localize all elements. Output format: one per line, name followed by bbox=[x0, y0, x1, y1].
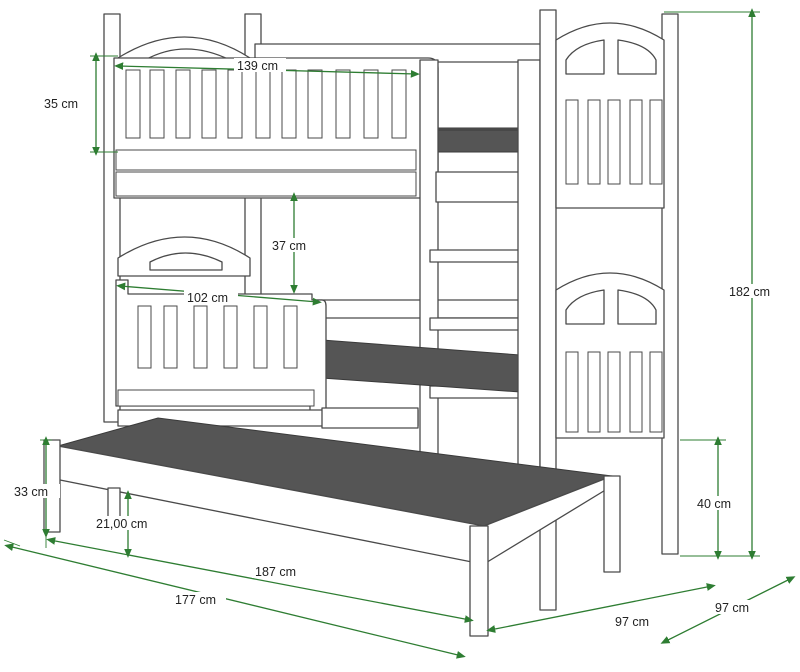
lower-headboard-slats bbox=[565, 351, 663, 433]
dimension-labels: 139 cm 35 cm 37 cm 102 cm 182 cm 40 cm 3… bbox=[12, 58, 780, 629]
label-gap-height: 37 cm bbox=[272, 239, 306, 253]
label-trundle-length: 187 cm bbox=[255, 565, 296, 579]
label-top-rail-height: 35 cm bbox=[44, 97, 78, 111]
label-low-rail-width: 102 cm bbox=[187, 291, 228, 305]
label-trundle-depth: 97 cm bbox=[615, 615, 649, 629]
label-top-rail-width: 139 cm bbox=[237, 59, 278, 73]
lower-mattress bbox=[321, 339, 521, 393]
label-trundle-clearance: 21,00 cm bbox=[96, 517, 147, 531]
label-bed-depth: 97 cm bbox=[715, 601, 749, 615]
label-trundle-height: 33 cm bbox=[14, 485, 48, 499]
label-overall-length: 177 cm bbox=[175, 593, 216, 607]
ladder bbox=[429, 171, 521, 399]
label-lower-bed-height: 40 cm bbox=[697, 497, 731, 511]
label-total-height: 182 cm bbox=[729, 285, 770, 299]
upper-headboard-slats bbox=[565, 99, 663, 185]
upper-rail-slats bbox=[125, 69, 407, 139]
